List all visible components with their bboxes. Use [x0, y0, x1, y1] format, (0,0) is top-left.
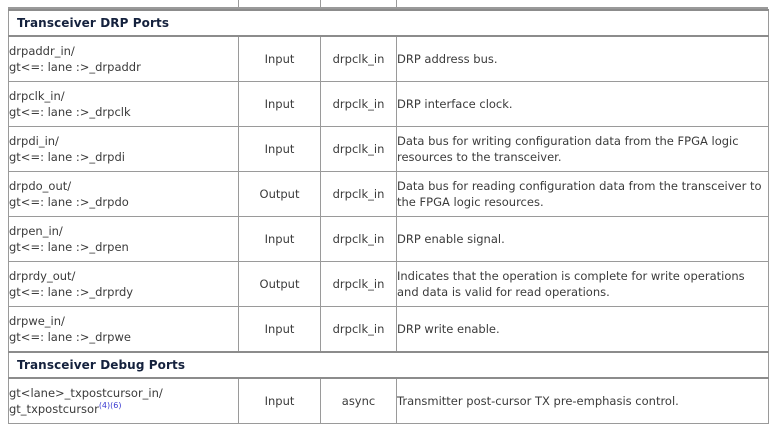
column-divider — [396, 0, 397, 7]
table-row: drpaddr_in/ gt<=: lane :>_drpaddr Input … — [8, 35, 770, 82]
direction-cell: Input — [238, 35, 321, 82]
signal-name-cell: drpclk_in/ gt<=: lane :>_drpclk — [8, 81, 239, 127]
clock-domain-cell: drpclk_in — [320, 261, 397, 307]
description-cell: Transmitter post-cursor TX pre-emphasis … — [395, 377, 770, 424]
signal-line-secondary: gt<=: lane :>_drpaddr — [9, 60, 141, 74]
signal-line-primary: drprdy_out/ — [9, 268, 76, 283]
signal-line-primary: gt<lane>_txpostcursor_in/ — [9, 385, 163, 400]
column-divider — [320, 0, 321, 7]
signal-line-secondary: gt<=: lane :>_drpen — [9, 240, 129, 254]
table-body: Transceiver DRP Ports drpaddr_in/ gt<=: … — [7, 9, 770, 424]
direction-cell: Output — [238, 261, 321, 307]
signal-name-cell: drpen_in/ gt<=: lane :>_drpen — [8, 216, 239, 262]
table-row: drprdy_out/ gt<=: lane :>_drprdy Output … — [8, 261, 770, 307]
clock-domain-cell: drpclk_in — [320, 306, 397, 353]
signal-line-secondary: gt<=: lane :>_drpwe — [9, 330, 131, 344]
table-row: drpdo_out/ gt<=: lane :>_drpdo Output dr… — [8, 171, 770, 217]
signal-line-primary: drpen_in/ — [9, 223, 63, 238]
section-header-row: Transceiver Debug Ports — [7, 351, 770, 379]
signal-line-primary: drpaddr_in/ — [9, 43, 75, 58]
signal-name-cell: drpdi_in/ gt<=: lane :>_drpdi — [8, 126, 239, 172]
clock-domain-cell: drpclk_in — [320, 171, 397, 217]
signal-name-cell: gt<lane>_txpostcursor_in/ gt_txpostcurso… — [8, 377, 239, 424]
footnote-reference[interactable]: (4)(6) — [98, 401, 122, 411]
direction-cell: Input — [238, 377, 321, 424]
clock-domain-cell: drpclk_in — [320, 216, 397, 262]
signal-base-name: gt_txpostcursor — [9, 402, 99, 416]
description-cell: Data bus for writing configuration data … — [395, 126, 770, 172]
signal-line-secondary: gt<=: lane :>_drpclk — [9, 105, 131, 119]
signal-name-cell: drpdo_out/ gt<=: lane :>_drpdo — [8, 171, 239, 217]
table-row: drpen_in/ gt<=: lane :>_drpen Input drpc… — [8, 216, 770, 262]
section-header-row: Transceiver DRP Ports — [7, 9, 770, 37]
port-description-table: Transceiver DRP Ports drpaddr_in/ gt<=: … — [7, 9, 770, 424]
description-cell: DRP interface clock. — [395, 81, 770, 127]
direction-cell: Input — [238, 81, 321, 127]
signal-line-secondary: gt<=: lane :>_drprdy — [9, 285, 134, 299]
direction-cell: Input — [238, 216, 321, 262]
direction-cell: Input — [238, 306, 321, 353]
signal-line-secondary: gt<=: lane :>_drpdo — [9, 195, 129, 209]
description-cell: Data bus for reading configuration data … — [395, 171, 770, 217]
description-cell: DRP address bus. — [395, 35, 770, 82]
table-row: gt<lane>_txpostcursor_in/ gt_txpostcurso… — [8, 377, 770, 424]
previous-row-sliver — [8, 0, 768, 9]
description-cell: DRP write enable. — [395, 306, 770, 353]
signal-line-primary: drpclk_in/ — [9, 88, 65, 103]
description-cell: Indicates that the operation is complete… — [395, 261, 770, 307]
signal-name-cell: drpwe_in/ gt<=: lane :>_drpwe — [8, 306, 239, 353]
signal-name-cell: drprdy_out/ gt<=: lane :>_drprdy — [8, 261, 239, 307]
description-cell: DRP enable signal. — [395, 216, 770, 262]
clock-domain-cell: drpclk_in — [320, 81, 397, 127]
signal-name-cell: drpaddr_in/ gt<=: lane :>_drpaddr — [8, 35, 239, 82]
table-row: drpdi_in/ gt<=: lane :>_drpdi Input drpc… — [8, 126, 770, 172]
signal-line-primary: drpdo_out/ — [9, 178, 72, 193]
section-title: Transceiver Debug Ports — [17, 358, 186, 372]
column-divider — [238, 0, 239, 7]
clock-domain-cell: drpclk_in — [320, 35, 397, 82]
direction-cell: Input — [238, 126, 321, 172]
section-title: Transceiver DRP Ports — [17, 16, 170, 30]
signal-line-secondary: gt_txpostcursor(4)(6) — [9, 401, 238, 417]
signal-line-primary: drpdi_in/ — [9, 133, 59, 148]
direction-cell: Output — [238, 171, 321, 217]
signal-line-secondary: gt<=: lane :>_drpdi — [9, 150, 125, 164]
table-row: drpwe_in/ gt<=: lane :>_drpwe Input drpc… — [8, 306, 770, 353]
clock-domain-cell: drpclk_in — [320, 126, 397, 172]
clock-domain-cell: async — [320, 377, 397, 424]
table-row: drpclk_in/ gt<=: lane :>_drpclk Input dr… — [8, 81, 770, 127]
signal-line-primary: drpwe_in/ — [9, 313, 65, 328]
section-header-cell: Transceiver Debug Ports — [7, 351, 770, 379]
section-header-cell: Transceiver DRP Ports — [7, 9, 770, 37]
